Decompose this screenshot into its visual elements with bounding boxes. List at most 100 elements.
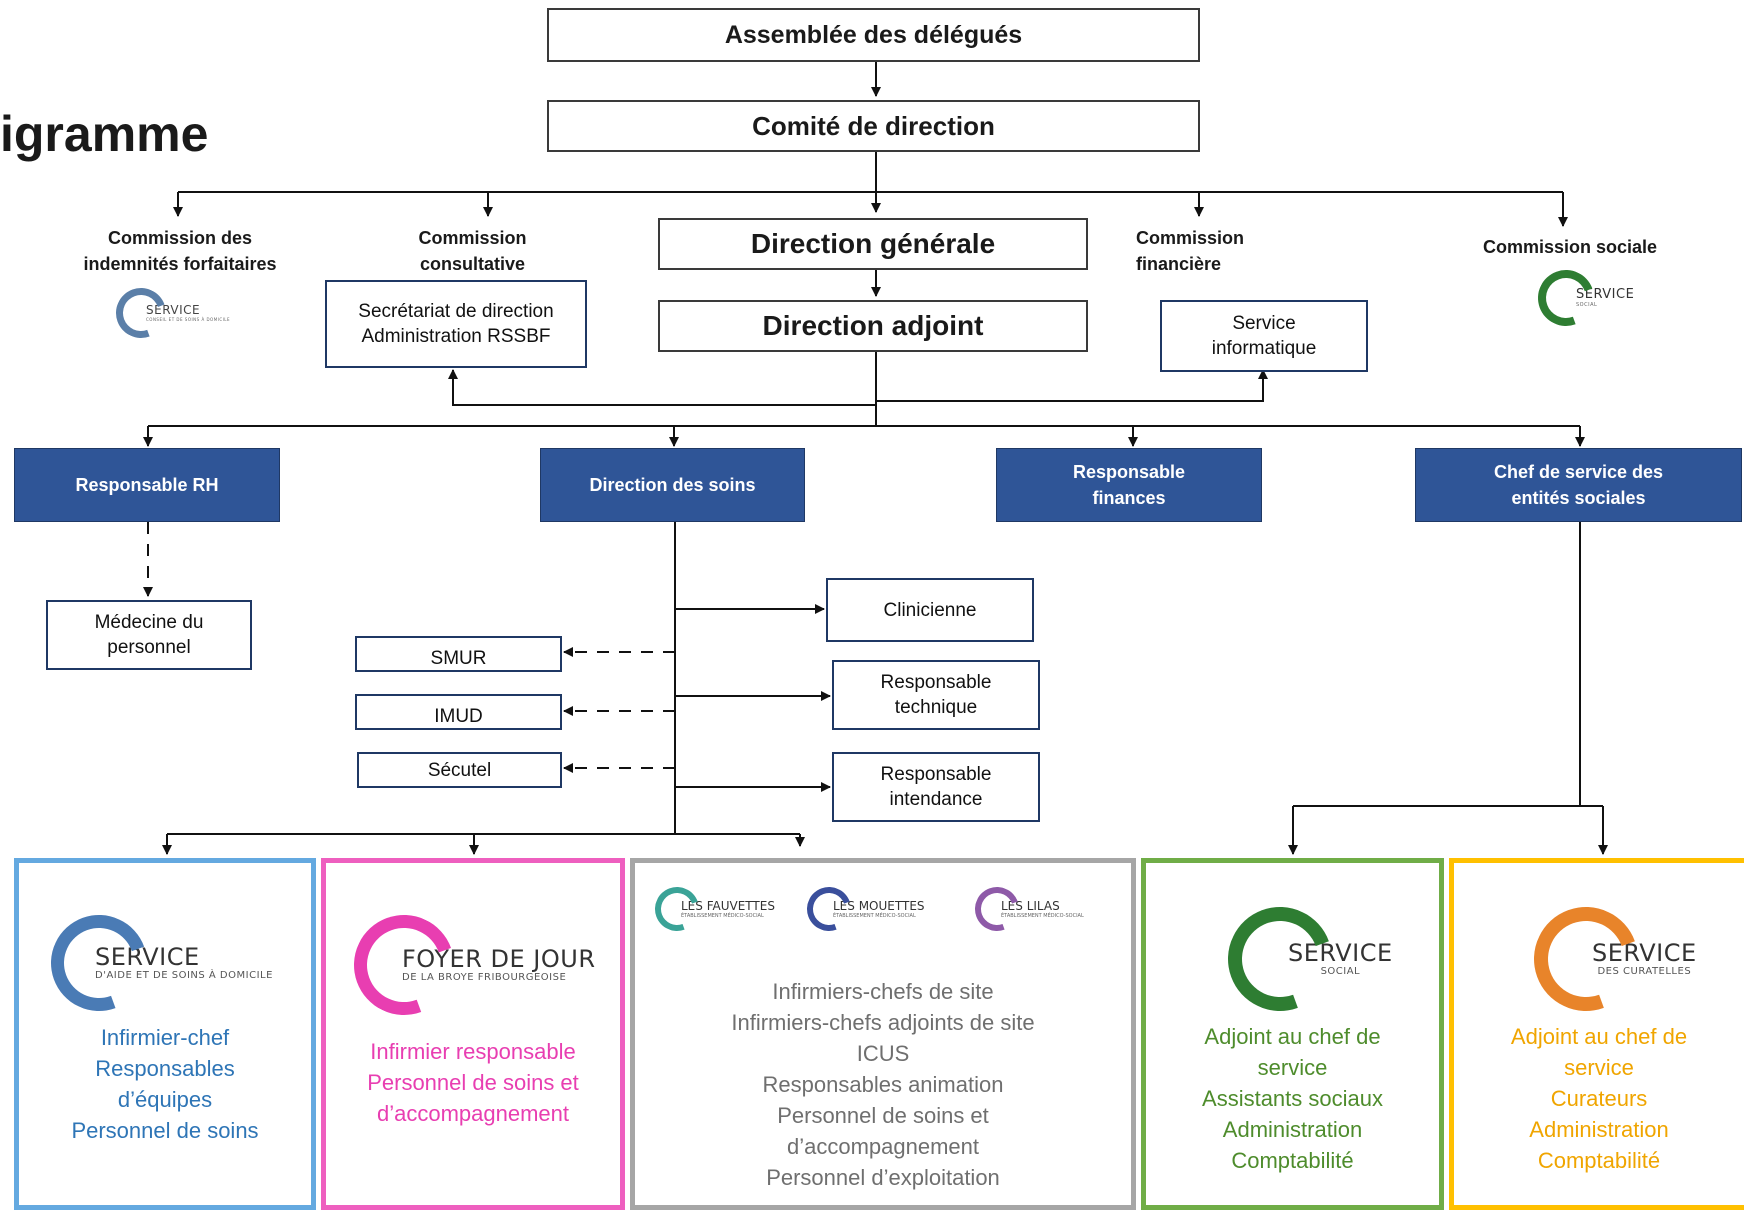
dept-hr: Responsable RH (14, 448, 280, 522)
fauvettes-sub: ÉTABLISSEMENT MÉDICO-SOCIAL (681, 912, 764, 919)
small-logo-main: SERVICE (146, 302, 201, 317)
homecare-staff-list: Infirmier-chef Responsables d’équipes Pe… (19, 1022, 311, 1146)
daycare-line: Infirmier responsable (370, 1039, 576, 1064)
unit-social-service: SERVICE SOCIAL Adjoint au chef de servic… (1141, 858, 1444, 1210)
small-logo-sub: CONSEIL ET DE SOINS À DOMICILE (146, 316, 231, 322)
node-secutel: Sécutel (357, 752, 562, 788)
daycare-logo-main: FOYER DE JOUR (402, 945, 596, 973)
homecare-logo-main: SERVICE (95, 943, 200, 971)
daycare-logo: FOYER DE JOUR DE LA BROYE FRIBOURGEOISE (337, 898, 596, 1032)
service-homecare-logo-small: SERVICE CONSEIL ET DE SOINS À DOMICILE (107, 279, 231, 347)
node-general-direction: Direction générale (658, 218, 1088, 270)
unit-day-care: FOYER DE JOUR DE LA BROYE FRIBOURGEOISE … (321, 858, 625, 1210)
social-logo: SERVICE SOCIAL (1210, 889, 1393, 1029)
commission-consultative-line2: consultative (419, 254, 526, 274)
lilas-name: LES LILAS (1001, 898, 1060, 913)
mouettes-name: LES MOUETTES (833, 898, 925, 913)
node-assembly: Assemblée des délégués (547, 8, 1200, 62)
social-logo-main: SERVICE (1288, 939, 1393, 967)
social-line: service (1257, 1055, 1328, 1080)
secretariat-line2: Administration RSSBF (361, 326, 551, 347)
social-line: Adjoint au chef de (1204, 1024, 1381, 1049)
dept-social-head-line2: entités sociales (1511, 488, 1646, 508)
commission-financial: Commission financière (1108, 225, 1293, 277)
dept-social-head: Chef de service des entités sociales (1415, 448, 1742, 522)
guardianship-line: service (1564, 1055, 1634, 1080)
nursing-line: Infirmiers-chefs de site (772, 979, 994, 1004)
guardianship-logo: SERVICE DES CURATELLES (1516, 889, 1697, 1029)
unit-nursing-homes: LES FAUVETTES ÉTABLISSEMENT MÉDICO-SOCIA… (630, 858, 1136, 1210)
node-it-service: Service informatique (1160, 300, 1368, 372)
lilas-ring-icon (967, 879, 1027, 939)
fauvettes-name: LES FAUVETTES (681, 898, 775, 913)
page-title: igramme (0, 106, 209, 162)
stewardship-line1: Responsable (880, 764, 992, 785)
fauvettes-ring-icon (647, 879, 707, 939)
commission-indemnities-line1: Commission des (107, 228, 253, 248)
daycare-logo-ring-icon (337, 898, 471, 1032)
nursing-homes-staff-list: Infirmiers-chefs de site Infirmiers-chef… (635, 976, 1131, 1193)
occupational-line2: personnel (107, 637, 191, 658)
commission-social: Commission sociale (1482, 237, 1658, 257)
social-logo-ring-icon (1210, 889, 1350, 1029)
commission-indemnities-line2: indemnités forfaitaires (83, 254, 277, 274)
node-imud: IMUD (355, 694, 562, 730)
technical-line1: Responsable (880, 672, 992, 693)
secretariat-line1: Secrétariat de direction (358, 301, 554, 322)
nursing-line: ICUS (856, 1041, 910, 1066)
daycare-line: Personnel de soins et (367, 1070, 579, 1095)
social-staff-list: Adjoint au chef de service Assistants so… (1146, 1021, 1439, 1176)
node-stewardship: Responsable intendance (832, 752, 1040, 822)
daycare-logo-sub: DE LA BROYE FRIBOURGEOISE (402, 972, 567, 983)
mouettes-logo: LES MOUETTES ÉTABLISSEMENT MÉDICO-SOCIAL (799, 879, 925, 939)
dept-finance-line2: finances (1092, 488, 1166, 508)
homecare-line: Responsables (95, 1056, 235, 1081)
lilas-logo: LES LILAS ÉTABLISSEMENT MÉDICO-SOCIAL (967, 879, 1084, 939)
it-line2: informatique (1211, 338, 1317, 359)
commission-consultative-line1: Commission (418, 228, 527, 248)
mouettes-ring-icon (799, 879, 859, 939)
guardianship-logo-main: SERVICE (1592, 939, 1697, 967)
homecare-ring-icon (107, 279, 175, 347)
guardianship-logo-ring-icon (1516, 889, 1656, 1029)
it-line1: Service (1232, 313, 1296, 334)
daycare-staff-list: Infirmier responsable Personnel de soins… (326, 1036, 620, 1129)
mouettes-sub: ÉTABLISSEMENT MÉDICO-SOCIAL (833, 912, 916, 919)
node-technical: Responsable technique (832, 660, 1040, 730)
technical-line2: technique (894, 697, 978, 718)
dept-social-head-line1: Chef de service des (1493, 462, 1664, 482)
daycare-line: d’accompagnement (376, 1101, 569, 1126)
guardianship-line: Comptabilité (1537, 1148, 1661, 1173)
small-social-logo-main: SERVICE (1576, 287, 1635, 302)
guardianship-line: Administration (1529, 1117, 1669, 1142)
node-occupational-medicine: Médecine du personnel (46, 600, 252, 670)
nursing-line: Personnel de soins et (777, 1103, 989, 1128)
social-logo-sub: SOCIAL (1320, 966, 1361, 977)
nursing-line: d’accompagnement (786, 1134, 979, 1159)
nursing-line: Infirmiers-chefs adjoints de site (731, 1010, 1035, 1035)
node-deputy-direction: Direction adjoint (658, 300, 1088, 352)
commission-indemnities: Commission des indemnités forfaitaires (40, 225, 320, 277)
service-social-logo-small: SERVICE SOCIAL (1528, 260, 1635, 336)
homecare-logo: SERVICE D'AIDE ET DE SOINS À DOMICILE (35, 899, 273, 1027)
homecare-line: d’équipes (117, 1087, 213, 1112)
homecare-line: Personnel de soins (71, 1118, 259, 1143)
node-committee: Comité de direction (547, 100, 1200, 152)
homecare-line: Infirmier-chef (100, 1025, 230, 1050)
unit-homecare: SERVICE D'AIDE ET DE SOINS À DOMICILE In… (14, 858, 316, 1210)
homecare-logo-ring-icon (35, 899, 163, 1027)
unit-guardianship: SERVICE DES CURATELLES Adjoint au chef d… (1449, 858, 1744, 1210)
node-clinician: Clinicienne (826, 578, 1034, 642)
node-secretariat: Secrétariat de direction Administration … (325, 280, 587, 368)
lilas-sub: ÉTABLISSEMENT MÉDICO-SOCIAL (1001, 912, 1084, 919)
dept-care-direction: Direction des soins (540, 448, 805, 522)
guardianship-line: Adjoint au chef de (1510, 1024, 1688, 1049)
social-line: Assistants sociaux (1202, 1086, 1383, 1111)
social-line: Comptabilité (1231, 1148, 1354, 1173)
guardianship-staff-list: Adjoint au chef de service Curateurs Adm… (1454, 1021, 1744, 1176)
nursing-line: Personnel d’exploitation (766, 1165, 1000, 1190)
guardianship-line: Curateurs (1550, 1086, 1648, 1111)
fauvettes-logo: LES FAUVETTES ÉTABLISSEMENT MÉDICO-SOCIA… (647, 879, 775, 939)
commission-financial-line1: Commission (1136, 228, 1245, 248)
